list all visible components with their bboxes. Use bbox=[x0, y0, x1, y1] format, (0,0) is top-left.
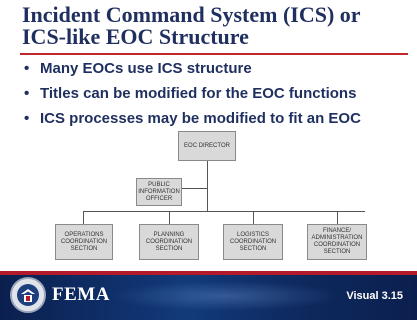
connector-line bbox=[83, 211, 84, 224]
title-divider bbox=[20, 53, 408, 55]
bullet-item: • ICS processes may be modified to fit an… bbox=[22, 110, 417, 128]
slide-title-line-1: Incident Command System (ICS) or bbox=[22, 2, 361, 27]
bullet-text: Titles can be modified for the EOC funct… bbox=[40, 85, 357, 102]
org-box-pio: PUBLIC INFORMATION OFFICER bbox=[136, 178, 182, 206]
footer-stripe bbox=[0, 271, 417, 275]
visual-number: Visual 3.15 bbox=[346, 290, 403, 302]
connector-line bbox=[253, 211, 254, 224]
slide-title: Incident Command System (ICS) or ICS-lik… bbox=[22, 4, 412, 48]
org-box-logistics: LOGISTICS COORDINATION SECTION bbox=[223, 224, 283, 260]
connector-line bbox=[83, 211, 365, 212]
bullet-text: ICS processes may be modified to fit an … bbox=[40, 110, 361, 127]
bullet-text: Many EOCs use ICS structure bbox=[40, 60, 252, 77]
connector-line bbox=[182, 188, 207, 189]
bullet-icon: • bbox=[24, 85, 30, 102]
bullet-icon: • bbox=[24, 60, 30, 77]
connector-line bbox=[169, 211, 170, 224]
connector-line bbox=[207, 161, 208, 210]
footer-bar: FEMA Visual 3.15 bbox=[0, 271, 417, 320]
dhs-seal-icon bbox=[10, 277, 46, 313]
org-box-operations: OPERATIONS COORDINATION SECTION bbox=[55, 224, 113, 260]
fema-logo: FEMA bbox=[52, 284, 110, 305]
bullet-icon: • bbox=[24, 110, 30, 127]
org-box-finance-admin: FINANCE/ ADMINISTRATION COORDINATION SEC… bbox=[307, 224, 367, 260]
org-box-director: EOC DIRECTOR bbox=[178, 131, 236, 161]
bullet-list: • Many EOCs use ICS structure • Titles can… bbox=[22, 60, 417, 135]
slide-title-line-2: ICS-like EOC Structure bbox=[22, 24, 249, 49]
bullet-item: • Many EOCs use ICS structure bbox=[22, 60, 417, 78]
footer-swoosh bbox=[110, 281, 340, 311]
bullet-item: • Titles can be modified for the EOC func… bbox=[22, 85, 417, 103]
connector-line bbox=[207, 195, 208, 211]
org-box-planning: PLANNING COORDINATION SECTION bbox=[139, 224, 199, 260]
connector-line bbox=[337, 211, 338, 224]
